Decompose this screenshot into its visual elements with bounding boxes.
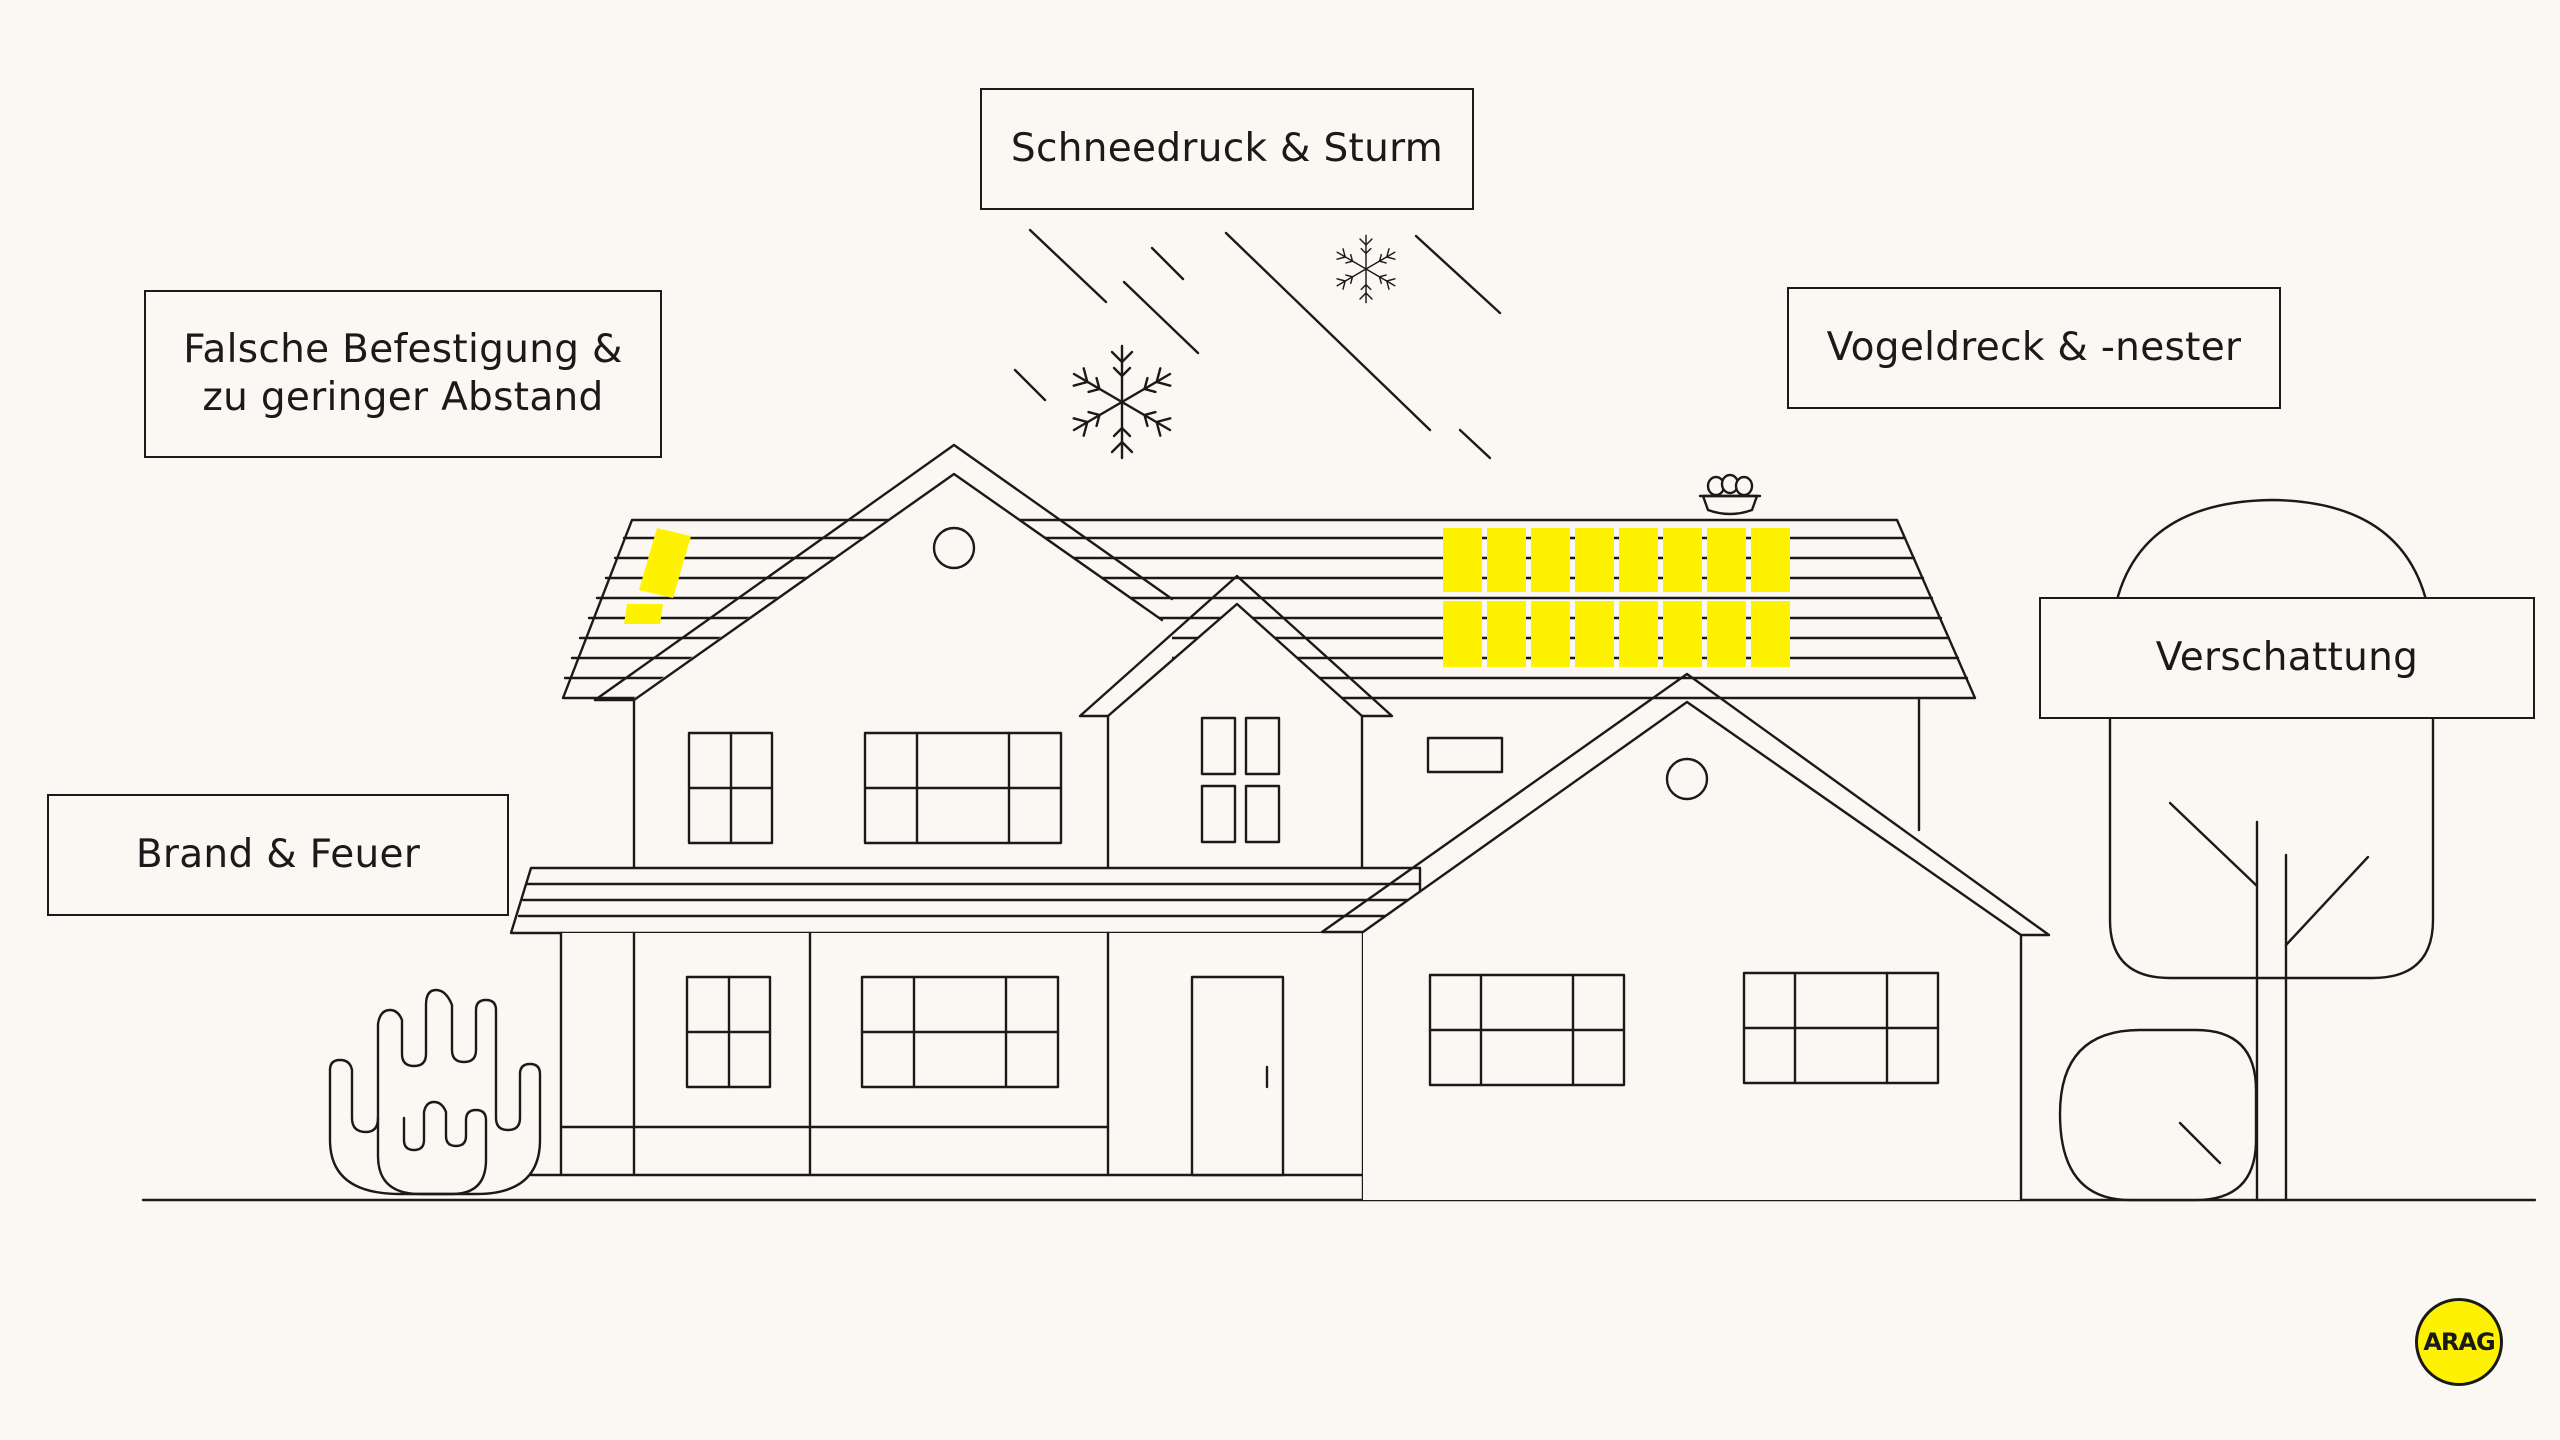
warning-exclamation-icon bbox=[624, 528, 691, 624]
bush-icon bbox=[2058, 1028, 2258, 1202]
label-bird-droppings-text: Vogeldreck & -nester bbox=[1826, 325, 2242, 371]
label-wrong-fixing: Falsche Befestigung & zu geringer Abstan… bbox=[144, 290, 662, 458]
label-wrong-fixing-line2: zu geringer Abstand bbox=[202, 375, 604, 420]
label-snow-storm: Schneedruck & Sturm bbox=[980, 88, 1474, 210]
porch-roof bbox=[509, 866, 1422, 935]
label-shading: Verschattung bbox=[2039, 597, 2535, 719]
solar-panel-array bbox=[1443, 528, 1790, 667]
front-door bbox=[1190, 975, 1285, 1177]
snowflake-icon bbox=[1336, 234, 1396, 304]
snowflake-icon bbox=[1072, 344, 1172, 460]
label-snow-storm-text: Schneedruck & Sturm bbox=[1010, 126, 1444, 172]
bird-nest-icon bbox=[1698, 473, 1762, 516]
fire-icon bbox=[328, 988, 542, 1196]
label-fire: Brand & Feuer bbox=[47, 794, 509, 916]
arag-logo: ARAG bbox=[2415, 1298, 2503, 1386]
label-shading-text: Verschattung bbox=[2155, 635, 2419, 681]
left-gable bbox=[593, 443, 1174, 870]
right-gable bbox=[1320, 672, 2051, 1202]
arag-logo-text: ARAG bbox=[2423, 1328, 2495, 1356]
center-gable bbox=[1078, 574, 1394, 870]
label-bird-droppings: Vogeldreck & -nester bbox=[1787, 287, 2281, 409]
ground-floor bbox=[529, 931, 1365, 1202]
back-right-wall bbox=[1426, 696, 1921, 832]
label-wrong-fixing-line1: Falsche Befestigung & bbox=[183, 327, 623, 373]
storm-lines bbox=[1013, 228, 1502, 460]
label-fire-text: Brand & Feuer bbox=[135, 832, 421, 878]
